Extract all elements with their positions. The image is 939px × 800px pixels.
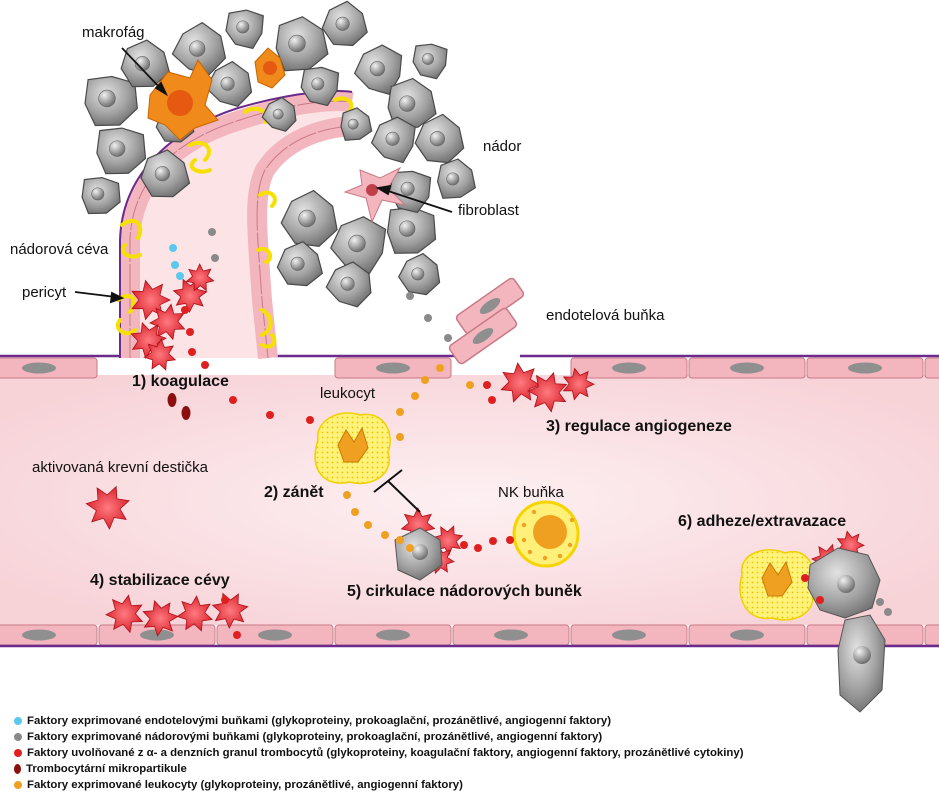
- legend-text: Faktory exprimované nádorovými buňkami (…: [27, 731, 603, 743]
- legend-item-tumor-factors: Faktory exprimované nádorovými buňkami (…: [14, 729, 934, 745]
- vessel-upper-wall: [0, 357, 939, 379]
- circulating-tumor-cells: [394, 527, 886, 713]
- legend-text: Faktory exprimované endotelovými buňkami…: [27, 715, 611, 727]
- step-tumor-cell-circulation: 5) cirkulace nádorových buněk: [347, 583, 582, 600]
- legend-text: Faktory exprimované leukocyty (glykoprot…: [27, 779, 463, 791]
- legend-item-endothelial-factors: Faktory exprimované endotelovými buňkami…: [14, 713, 934, 729]
- legend: Faktory exprimované endotelovými buňkami…: [14, 713, 934, 793]
- leukocyte-cell-adhering: [739, 549, 816, 621]
- macrophage-cells: [147, 47, 286, 141]
- legend-item-platelet-factors: Faktory uvolňované z α- a denzních granu…: [14, 745, 934, 761]
- nk-cell: [512, 500, 580, 568]
- label-nk-cell: NK buňka: [498, 484, 564, 501]
- step-coagulation: 1) koagulace: [132, 373, 229, 390]
- label-tumor: nádor: [483, 138, 522, 155]
- legend-item-leukocyte-factors: Faktory exprimované leukocyty (glykoprot…: [14, 777, 934, 793]
- step-vessel-stabilization: 4) stabilizace cévy: [90, 572, 230, 589]
- legend-marker-icon: [14, 717, 22, 725]
- legend-item-microparticles: Trombocytární mikropartikule: [14, 761, 934, 777]
- label-endothelial-cell: endotelová buňka: [546, 307, 665, 324]
- platelet-clusters: [85, 263, 865, 637]
- legend-marker-icon: [14, 749, 22, 757]
- inhibition-marker: [373, 469, 421, 513]
- factor-dots: [167, 228, 892, 639]
- step-inflammation: 2) zánět: [264, 484, 324, 501]
- legend-marker-icon: [14, 733, 22, 741]
- tumor-mass: [81, 0, 476, 308]
- label-activated-platelet: aktivovaná krevní destička: [32, 459, 208, 476]
- label-fibroblast: fibroblast: [458, 202, 519, 219]
- legend-marker-icon: [14, 764, 21, 774]
- step-adhesion-extravasation: 6) adheze/extravazace: [678, 513, 847, 530]
- leukocyte-cell: [314, 412, 391, 485]
- label-macrophage: makrofág: [82, 24, 145, 41]
- fibroblast-cell: [343, 166, 407, 224]
- main-blood-vessel: [0, 354, 939, 648]
- legend-text: Trombocytární mikropartikule: [26, 763, 187, 775]
- label-arrows: [74, 47, 453, 304]
- legend-marker-icon: [14, 781, 22, 789]
- endothelial-cells-detached: [448, 277, 525, 365]
- label-pericyte: pericyt: [22, 284, 67, 301]
- label-tumor-vessel: nádorová céva: [10, 241, 109, 258]
- vessel-lower-wall: [0, 624, 939, 646]
- step-angiogenesis: 3) regulace angiogeneze: [546, 418, 732, 435]
- label-leukocyte: leukocyt: [320, 385, 376, 402]
- legend-text: Faktory uvolňované z α- a denzních granu…: [27, 747, 744, 759]
